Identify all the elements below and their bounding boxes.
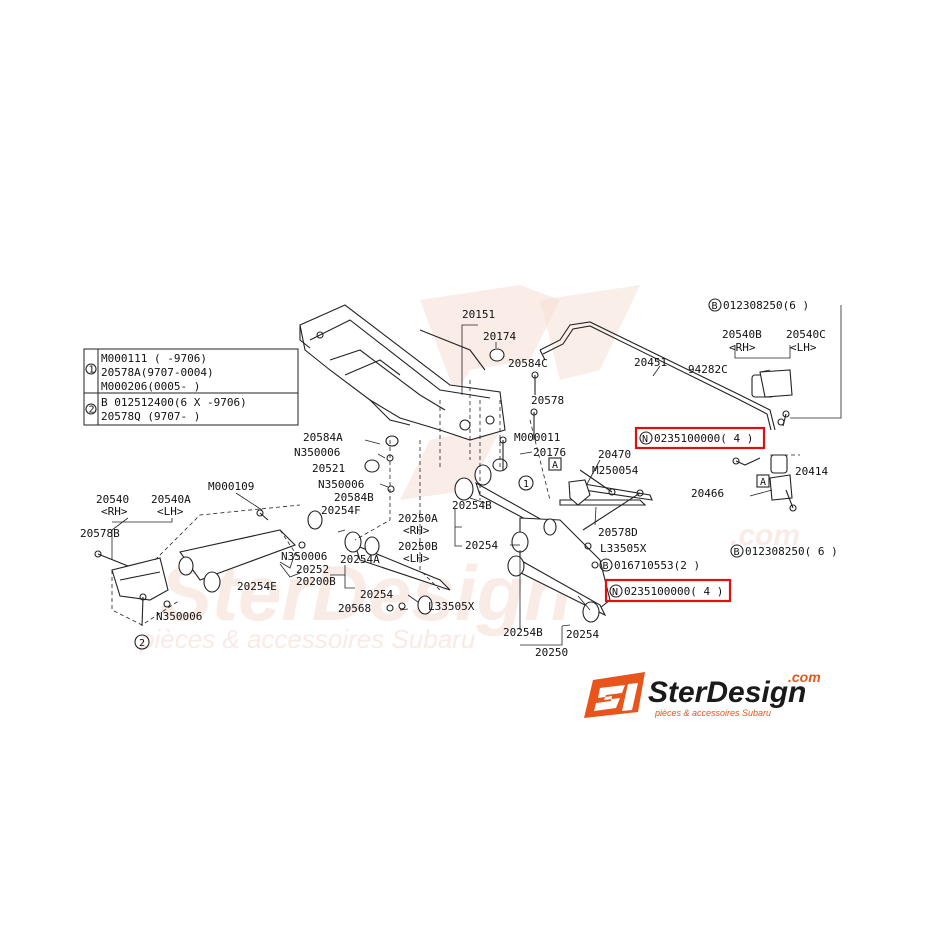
logo-brand: SterDesign: [648, 676, 806, 709]
b-marker-mid-icon: [599, 558, 613, 572]
legend-row2-line2: 20578Q (9707- ): [101, 410, 200, 423]
legend-row2-line1: B 012512400(6 X -9706): [101, 396, 247, 409]
legend-row1-line2: 20578A(9707-0004): [101, 366, 214, 379]
label-20414: 20414: [795, 465, 828, 478]
bracket-part: [111, 369, 793, 601]
label-20584B: 20584B: [334, 491, 374, 504]
a-marker-1-box: [548, 457, 562, 471]
label-20578: 20578: [531, 394, 564, 407]
label-20470: 20470: [598, 448, 631, 461]
label-012308250-top: 012308250(6 ): [723, 299, 809, 312]
label-20466: 20466: [691, 487, 724, 500]
label-20250A: 20250A: [398, 512, 438, 525]
steryl-logo-icon: [584, 672, 645, 718]
bushing-part: [178, 348, 600, 623]
a-marker-2: A: [760, 477, 766, 488]
label-N350006-c: N350006: [281, 550, 327, 563]
label-20254B-a: 20254B: [452, 499, 492, 512]
label-94282C: 94282C: [688, 363, 728, 376]
n-marker-top: N: [642, 434, 648, 445]
label-20540C-side: <LH>: [790, 341, 817, 354]
label-0235100000-top: 0235100000( 4 ): [654, 432, 753, 445]
part-labels: 20151 20174 20451 B 012308250(6 ) 20540B…: [80, 298, 838, 659]
label-20250B-side: <LH>: [403, 552, 430, 565]
circle-marker-1: 1: [523, 479, 529, 490]
leader-lines: [111, 305, 842, 646]
legend-marker-1-icon: [85, 363, 97, 375]
legend-marker-1: 1: [89, 365, 95, 376]
b-marker-top-icon: [708, 298, 722, 312]
label-M000109: M000109: [208, 480, 254, 493]
b-marker-top: B: [712, 301, 718, 312]
label-20540A: 20540A: [151, 493, 191, 506]
legend-marker-2-icon: [85, 403, 97, 415]
label-20451: 20451: [634, 356, 667, 369]
label-20521: 20521: [312, 462, 345, 475]
label-20151: 20151: [462, 308, 495, 321]
label-20176: 20176: [533, 446, 566, 459]
label-20540B: 20540B: [722, 328, 762, 341]
label-20254E: 20254E: [237, 580, 277, 593]
circle-marker-2: 2: [139, 638, 145, 649]
n-marker-top-icon: [639, 431, 653, 445]
stersign-logo: SterDesign .com pièces & accessoires Sub…: [584, 669, 821, 718]
label-20584C: 20584C: [508, 357, 548, 370]
logo-tagline: pièces & accessoires Subaru: [654, 708, 771, 718]
label-20584A: 20584A: [303, 431, 343, 444]
circle-marker-1-icon: [518, 475, 534, 491]
label-20254B-b: 20254B: [503, 626, 543, 639]
label-L33505X-b: L33505X: [428, 600, 475, 613]
label-20254-a: 20254: [465, 539, 498, 552]
label-20250: 20250: [535, 646, 568, 659]
label-N350006-d: N350006: [156, 610, 202, 623]
label-20250A-side: <RH>: [403, 524, 430, 537]
label-20568: 20568: [338, 602, 371, 615]
a-marker-2-box: [756, 474, 770, 488]
label-20252: 20252: [296, 563, 329, 576]
watermark-tagline: pièces & accessoires Subaru: [139, 624, 475, 654]
assembly-dashed-lines: [111, 380, 800, 626]
label-N350006-a: N350006: [294, 446, 340, 459]
n-marker-bot: N: [612, 587, 618, 598]
legend-row1-line1: M000111 ( -9706): [101, 352, 207, 365]
label-20540: 20540: [96, 493, 129, 506]
label-0235100000-bot: 0235100000( 4 ): [624, 585, 723, 598]
label-20578B: 20578B: [80, 527, 120, 540]
label-20254F: 20254F: [321, 504, 361, 517]
legend-marker-2: 2: [89, 405, 95, 416]
legend-table: 1 M000111 ( -9706) 20578A(9707-0004) M00…: [83, 348, 299, 426]
legend-row1-line3: M000206(0005- ): [101, 380, 200, 393]
label-20200B: 20200B: [296, 575, 336, 588]
label-20254A: 20254A: [340, 553, 380, 566]
highlight-box-top: [634, 426, 766, 450]
bolt-part: [94, 371, 797, 627]
label-20540A-side: <LH>: [157, 505, 184, 518]
label-20254-c: 20254: [566, 628, 599, 641]
n-marker-bot-icon: [609, 584, 623, 598]
label-20578D: 20578D: [598, 526, 638, 539]
label-20540B-side: <RH>: [729, 341, 756, 354]
label-20254-b: 20254: [360, 588, 393, 601]
link-arm-part: [179, 481, 653, 617]
label-M250054: M250054: [592, 464, 639, 477]
watermark: SterDesign .com pièces & accessoires Sub…: [139, 285, 800, 654]
label-20174: 20174: [483, 330, 516, 343]
label-L33505X-a: L33505X: [600, 542, 647, 555]
b-marker-bot-icon: [730, 544, 744, 558]
label-20540C: 20540C: [786, 328, 826, 341]
logo-com: .com: [788, 669, 821, 685]
label-20540-side: <RH>: [101, 505, 128, 518]
circle-marker-2-icon: [134, 634, 150, 650]
highlight-box-bottom: [604, 578, 732, 603]
b-marker-bot: B: [734, 547, 740, 558]
b-marker-mid: B: [603, 561, 609, 572]
a-marker-1: A: [552, 460, 558, 471]
label-N350006-b: N350006: [318, 478, 364, 491]
label-016710553: 016710553(2 ): [614, 559, 700, 572]
label-M000011: M000011: [514, 431, 560, 444]
label-20250B: 20250B: [398, 540, 438, 553]
label-012308250-bot: 012308250( 6 ): [745, 545, 838, 558]
